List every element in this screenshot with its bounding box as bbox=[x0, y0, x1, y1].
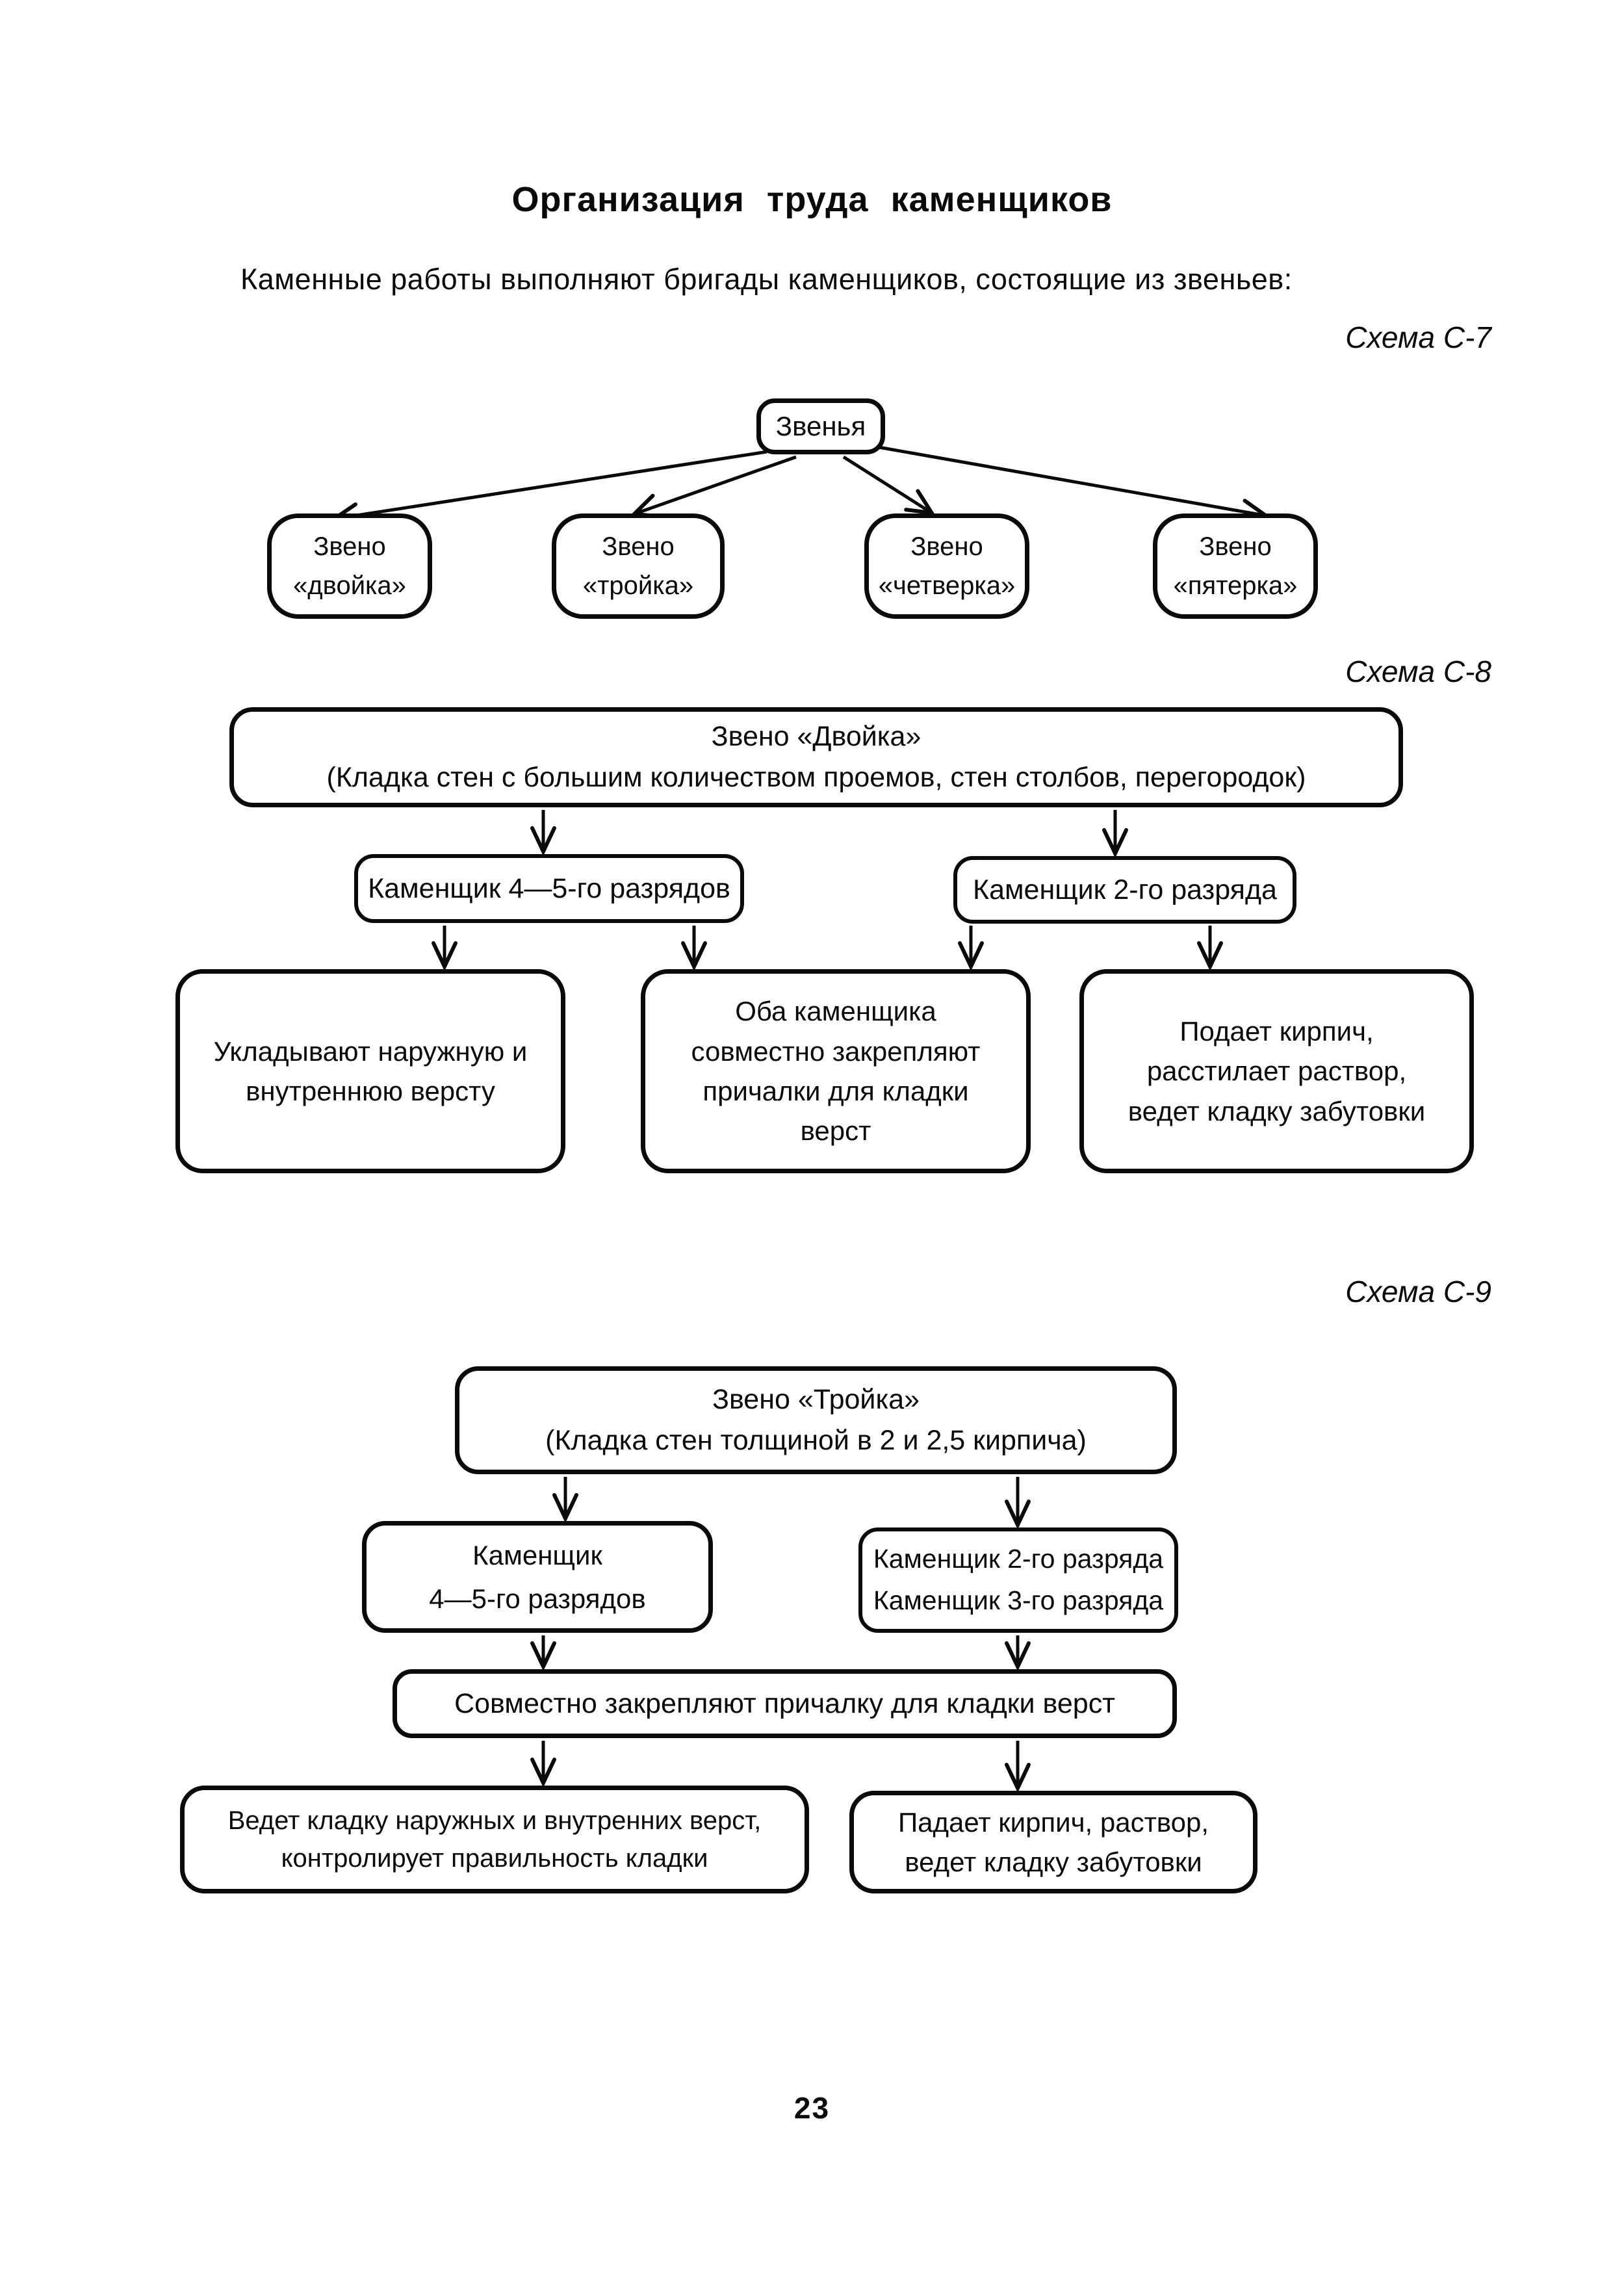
box-text-line: совместно закрепляют bbox=[691, 1035, 981, 1067]
scheme7-label: Схема С-7 bbox=[1345, 320, 1491, 354]
scheme9-mason45-box: Каменщик 4—5-го разрядов bbox=[362, 1521, 713, 1633]
box-text-line: Ведет кладку наружных и внутренних верст… bbox=[227, 1806, 762, 1835]
box-text-line: ведет кладку забутовки bbox=[905, 1847, 1202, 1877]
arrow-zvenya-troika bbox=[630, 455, 797, 519]
scheme7-box-pyaterka: Звено «пятерка» bbox=[1153, 514, 1318, 619]
scheme9-root-box: Звено «Тройка» (Кладка стен толщиной в 2… bbox=[455, 1366, 1177, 1474]
scheme9-task-left-box: Ведет кладку наружных и внутренних верст… bbox=[180, 1786, 809, 1893]
intro-text: Каменные работы выполняют бригады каменщ… bbox=[240, 263, 1293, 296]
box-text-line: Падает кирпич, раствор, bbox=[897, 1806, 1209, 1838]
box-text-line: «тройка» bbox=[582, 571, 694, 600]
scheme9-mason23-box: Каменщик 2-го разряда Каменщик 3-го разр… bbox=[858, 1528, 1178, 1633]
scheme7-box-chetverka: Звено «четверка» bbox=[864, 514, 1029, 619]
box-text-line: Каменщик 2-го разряда bbox=[973, 874, 1277, 905]
box-text-line: Оба каменщика bbox=[735, 996, 936, 1027]
box-text-line: Каменщик 4—5-го разрядов bbox=[368, 872, 730, 904]
box-text-line: Совместно закрепляют причалку для кладки… bbox=[454, 1687, 1115, 1719]
box-text-line: Звено bbox=[1199, 532, 1272, 561]
scheme8-arrows bbox=[432, 810, 1223, 972]
arrow-zvenya-pyaterka bbox=[878, 445, 1270, 525]
box-text-line: Укладывают наружную и bbox=[213, 1035, 528, 1067]
box-text-line: расстилает раствор, bbox=[1146, 1056, 1407, 1087]
box-text-line: (Кладка стен толщиной в 2 и 2,5 кирпича) bbox=[545, 1425, 1087, 1456]
scheme8-label: Схема С-8 bbox=[1345, 655, 1491, 688]
box-text-line: Звено «Двойка» bbox=[711, 721, 922, 753]
scheme9-task-right-box: Падает кирпич, раствор, ведет кладку заб… bbox=[849, 1791, 1257, 1893]
box-text-line: Каменщик bbox=[472, 1539, 602, 1570]
box-text-line: Звено bbox=[602, 532, 675, 561]
scheme7-box-dvoika: Звено «двойка» bbox=[267, 514, 432, 619]
scheme7-root-text: Звенья bbox=[775, 411, 866, 442]
scheme7-root-box: Звенья bbox=[756, 398, 885, 454]
box-text-line: Звено bbox=[313, 532, 386, 561]
scheme8-mason45-box: Каменщик 4—5-го разрядов bbox=[354, 854, 744, 923]
scheme7-box-troika: Звено «тройка» bbox=[552, 514, 725, 619]
box-text-line: контролирует правильность кладки bbox=[281, 1844, 708, 1873]
box-text-line: «двойка» bbox=[293, 571, 406, 600]
scheme8-task-right-box: Подает кирпич, расстилает раствор, ведет… bbox=[1079, 969, 1474, 1173]
box-text-line: Звено bbox=[910, 532, 983, 561]
arrow-zvenya-dvoika bbox=[329, 450, 767, 528]
box-text-line: верст bbox=[800, 1115, 871, 1147]
scheme8-task-center-box: Оба каменщика совместно закрепляют прича… bbox=[641, 969, 1031, 1173]
box-text-line: причалки для кладки bbox=[702, 1076, 969, 1106]
box-text-line: Каменщик 3-го разряда bbox=[873, 1585, 1164, 1615]
page-title: Организация труда каменщиков bbox=[511, 180, 1113, 219]
box-text-line: Каменщик 2-го разряда bbox=[873, 1544, 1164, 1574]
scheme9-label: Схема С-9 bbox=[1345, 1275, 1491, 1308]
scheme9-arrows bbox=[530, 1477, 1031, 1793]
arrow-zvenya-chetverka bbox=[842, 455, 936, 515]
page-number: 23 bbox=[793, 2091, 831, 2125]
box-text-line: ведет кладку забутовки bbox=[1128, 1095, 1426, 1126]
box-text-line: 4—5-го разрядов bbox=[429, 1583, 646, 1614]
scheme8-root-box: Звено «Двойка» (Кладка стен с большим ко… bbox=[229, 707, 1403, 807]
box-text-line: «четверка» bbox=[878, 571, 1016, 600]
box-text-line: Звено «Тройка» bbox=[712, 1384, 920, 1416]
box-text-line: (Кладка стен с большим количеством проем… bbox=[326, 762, 1306, 793]
box-text-line: внутреннюю версту bbox=[246, 1076, 495, 1106]
scheme7-arrows bbox=[329, 445, 1270, 528]
scheme8-task-left-box: Укладывают наружную и внутреннюю версту bbox=[175, 969, 565, 1173]
scheme8-mason2-box: Каменщик 2-го разряда bbox=[953, 856, 1296, 924]
box-text-line: Подает кирпич, bbox=[1179, 1016, 1374, 1047]
scheme9-merge-box: Совместно закрепляют причалку для кладки… bbox=[393, 1669, 1177, 1738]
box-text-line: «пятерка» bbox=[1173, 571, 1298, 600]
